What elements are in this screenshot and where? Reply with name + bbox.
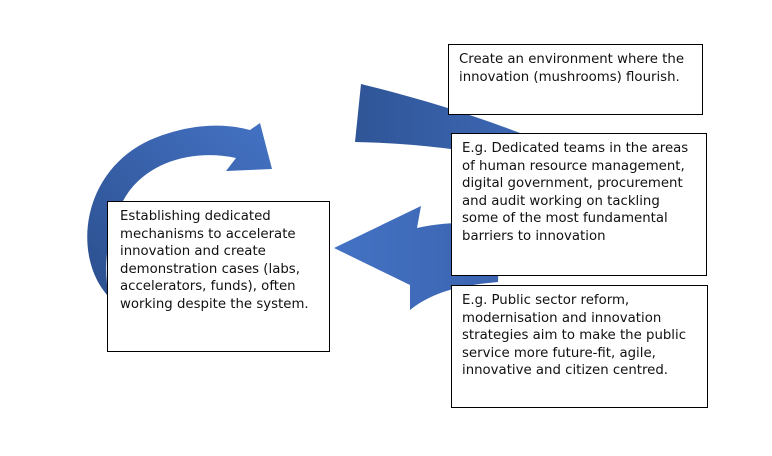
- dedicated-teams-box-text: E.g. Dedicated teams in the areas of hum…: [462, 141, 689, 244]
- dedicated-teams-box: E.g. Dedicated teams in the areas of hum…: [451, 133, 707, 276]
- dedicated-mechanisms-box-text: Establishing dedicated mechanisms to acc…: [120, 209, 309, 312]
- environment-box: Create an environment where the innovati…: [448, 44, 703, 115]
- reform-strategies-box: E.g. Public sector reform, modernisation…: [451, 285, 708, 408]
- environment-box-text: Create an environment where the innovati…: [459, 52, 685, 85]
- reform-strategies-box-text: E.g. Public sector reform, modernisation…: [462, 293, 687, 379]
- left-curved-arrow: [87, 123, 272, 297]
- dedicated-mechanisms-box: Establishing dedicated mechanisms to acc…: [107, 201, 330, 352]
